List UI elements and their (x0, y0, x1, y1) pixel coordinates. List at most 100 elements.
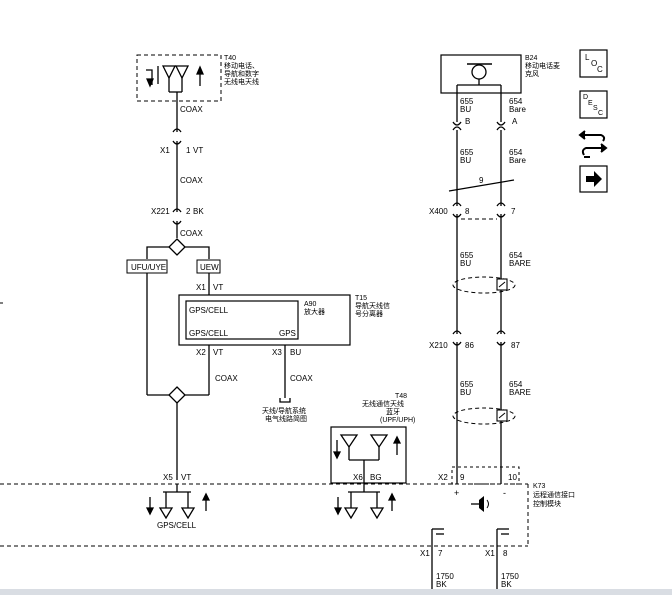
t40-antenna: T40 移动电话、 导航和数字 无线电天线 (136, 54, 259, 102)
c654-d-num: 654 (509, 380, 523, 389)
b24-microphone: B24 移动电话麦 克风 (440, 54, 560, 94)
x210-name: X210 (429, 341, 448, 350)
desc-letter-3: S (593, 105, 598, 112)
x5-color: VT (181, 473, 191, 482)
c655-b-num: 655 (460, 148, 474, 157)
x221-name: X221 (151, 207, 170, 216)
x1-t15-color: VT (213, 283, 223, 292)
c655-d-num: 655 (460, 380, 474, 389)
loc-letter-2: O (591, 59, 597, 68)
splice-diamond-lower (168, 386, 186, 404)
mic-pin-a: A (512, 117, 518, 126)
k73-ref: K73 (533, 483, 546, 490)
g1-num: 1750 (436, 572, 454, 581)
x1-gnd-b-name: X1 (485, 549, 495, 558)
shield-ellipse-lower (452, 407, 516, 425)
c655-a-num: 655 (460, 97, 474, 106)
k73-desc-1: 远程通信接口 (533, 490, 575, 499)
coax-label-3: COAX (180, 229, 203, 238)
shield-ellipse-upper (452, 276, 516, 294)
t15-outline (178, 294, 351, 346)
x400-pin-left: 8 (465, 207, 470, 216)
t15-ref: T15 (355, 295, 367, 302)
loc-letter-3: C (597, 65, 603, 74)
twist-count: 9 (479, 176, 484, 185)
bluetooth-port-icon (333, 484, 397, 520)
bypass-wire (146, 273, 210, 396)
a90-amplifier (185, 300, 299, 340)
c655-d-color: BU (460, 388, 471, 397)
x221-pin: 2 (186, 207, 191, 216)
x3-t15-color: BU (290, 348, 301, 357)
x221-color: BK (193, 207, 204, 216)
c654-c-num: 654 (509, 251, 523, 260)
t15-desc-1: 导航天线信 (355, 301, 390, 310)
c655-b-color: BU (460, 156, 471, 165)
bluetooth-antenna-icon (332, 434, 402, 471)
g2-num: 1750 (501, 572, 519, 581)
coax-label-4: COAX (215, 374, 238, 383)
ground-wires (431, 528, 509, 595)
swap-arrows-icon (578, 130, 608, 158)
x2-k73-name: X2 (438, 473, 448, 482)
desc-letter-4: C (598, 110, 603, 117)
b24-ref: B24 (525, 55, 538, 62)
b24-desc-2: 克风 (525, 70, 539, 78)
c655-c-color: BU (460, 259, 471, 268)
scrollbar-track[interactable] (0, 589, 672, 595)
x5-name: X5 (163, 473, 173, 482)
option-branch-lines (146, 246, 210, 259)
gps-cell-port-icon (145, 484, 211, 520)
splice-diamond-upper (168, 238, 186, 256)
x2-k73-pin-left: 9 (460, 473, 465, 482)
a90-gps-cell-out: GPS/CELL (189, 329, 229, 338)
c655-a-color: BU (460, 105, 471, 114)
t48-ref: T48 (395, 393, 407, 400)
x6-color: BG (370, 473, 382, 482)
x1-t15-name: X1 (196, 283, 206, 292)
swap-button[interactable] (578, 130, 608, 158)
loc-letter-1: L (585, 53, 590, 62)
ufu-uye-label: UFU/UYE (131, 263, 166, 272)
t48-outline (330, 426, 407, 484)
desc-letter-2: E (588, 100, 593, 107)
coax-label-2: COAX (180, 176, 203, 185)
mic-minus: - (503, 488, 506, 498)
t48-antenna: T48 无线通信天线 蓝牙 (UPF/UPH) (330, 393, 415, 484)
gps-cell-port-label: GPS/CELL (157, 521, 197, 530)
t40-desc-2: 导航和数字 (224, 69, 259, 78)
mic-wires (452, 85, 506, 484)
c654-d-color: BARE (509, 388, 531, 397)
mic-pin-b: B (465, 117, 470, 126)
x2-t15-color: VT (213, 348, 223, 357)
t15-splitter: GPS/CELL GPS/CELL GPS A90 放大器 T15 导航天线信 … (178, 294, 390, 346)
c654-b-num: 654 (509, 148, 523, 157)
b24-desc-1: 移动电话麦 (525, 61, 560, 70)
next-button[interactable] (579, 165, 608, 193)
description-icon: D E S C (583, 94, 603, 117)
a90-gps-out: GPS (279, 329, 296, 338)
a90-ref: A90 (304, 301, 317, 308)
location-icon: L O C (585, 53, 603, 74)
microphone-icon (457, 63, 501, 86)
x400-pin-right: 7 (511, 207, 516, 216)
description-button[interactable]: D E S C (579, 90, 608, 119)
t40-outline (136, 54, 222, 102)
x400-name: X400 (429, 207, 448, 216)
g2-color: BK (501, 580, 512, 589)
x3-t15-name: X3 (272, 348, 282, 357)
x1-top-name: X1 (160, 146, 170, 155)
arrow-right-icon (586, 171, 602, 187)
t40-ref: T40 (224, 55, 236, 62)
coax-label-5: COAX (290, 374, 313, 383)
mic-input-symbol (471, 496, 489, 512)
g1-color: BK (436, 580, 447, 589)
t15-output-wires (185, 345, 291, 403)
t48-desc-1: 无线通信天线 (362, 399, 404, 408)
x2-k73-pin-right: 10 (508, 473, 517, 482)
t40-desc-3: 无线电天线 (224, 77, 259, 86)
location-button[interactable]: L O C (579, 49, 608, 78)
a90-desc: 放大器 (304, 307, 325, 316)
x210-pin-left: 86 (465, 341, 474, 350)
